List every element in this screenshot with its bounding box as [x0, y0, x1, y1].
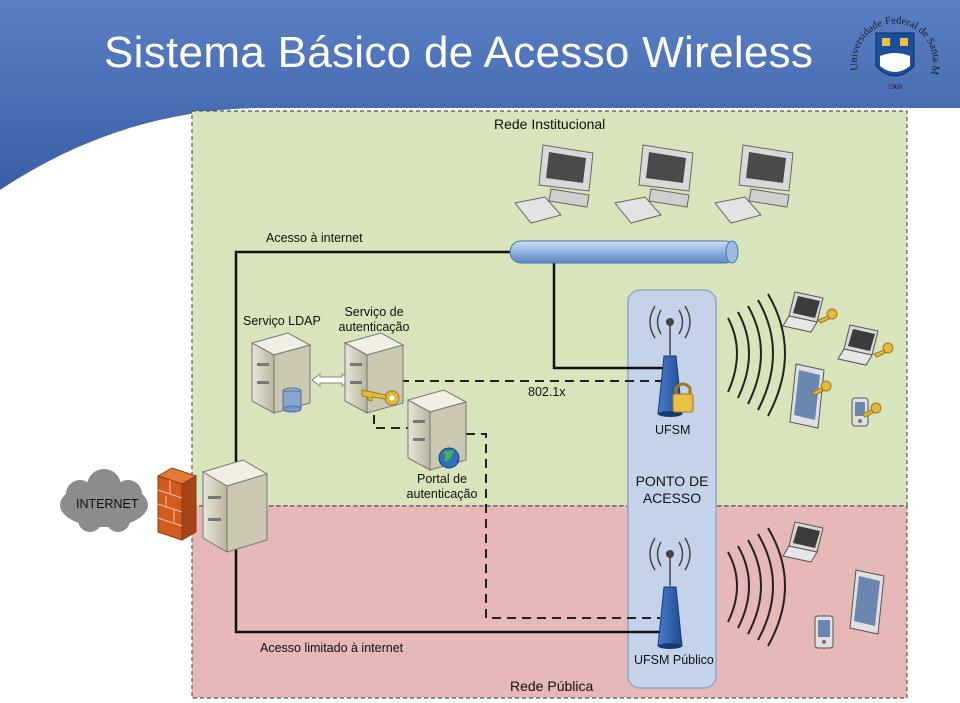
label-ufsm: UFSM	[655, 423, 691, 437]
dashed-links	[373, 380, 668, 619]
workstation-icon	[714, 144, 794, 224]
laptop-icon	[782, 291, 824, 333]
page-title: Sistema Básico de Acesso Wireless	[104, 28, 814, 77]
zone-label-public: Rede Pública	[510, 678, 594, 694]
firewall-icon	[156, 467, 198, 541]
key-icon	[817, 308, 838, 324]
wireless-waves-icon	[727, 293, 786, 417]
label-ufsm-public: UFSM Público	[634, 653, 714, 667]
label-limited-access: Acesso limitado à internet	[260, 641, 404, 655]
zone-label-institutional: Rede Institucional	[494, 116, 606, 132]
label-access-point: PONTO DE ACESSO	[635, 473, 709, 506]
label-internet-access: Acesso à internet	[266, 231, 363, 245]
logo-year: 1960	[888, 83, 903, 91]
access-point-public-icon	[649, 537, 691, 649]
lock-icon	[672, 382, 694, 413]
tablet-icon	[789, 363, 825, 429]
laptop-icon	[782, 521, 824, 563]
key-icon	[361, 389, 400, 406]
key-icon	[811, 380, 832, 396]
access-point-panel	[627, 289, 717, 689]
internet-cloud-icon	[60, 469, 148, 532]
workstation-icon	[514, 144, 594, 224]
header-band	[0, 0, 960, 196]
key-icon	[861, 402, 882, 418]
tablet-icon	[849, 569, 885, 635]
laptop-icon	[837, 324, 879, 366]
label-auth-service: Serviço de autenticação	[338, 305, 410, 334]
workstation-icon	[614, 144, 694, 224]
key-icon	[873, 342, 894, 358]
label-internet: INTERNET	[76, 497, 139, 511]
public-zone	[191, 505, 908, 699]
phone-icon	[851, 397, 869, 427]
backbone-pipe	[509, 240, 739, 264]
label-ldap: Serviço LDAP	[243, 314, 321, 328]
ldap-server-icon	[250, 332, 312, 414]
wireless-waves-icon	[727, 527, 786, 647]
label-portal: Portal de autenticação	[406, 472, 478, 501]
label-dot1x: 802.1x	[528, 385, 566, 399]
globe-icon	[438, 447, 460, 469]
gateway-server-icon	[201, 459, 269, 553]
phone-icon	[814, 615, 834, 649]
workstations	[514, 144, 794, 224]
